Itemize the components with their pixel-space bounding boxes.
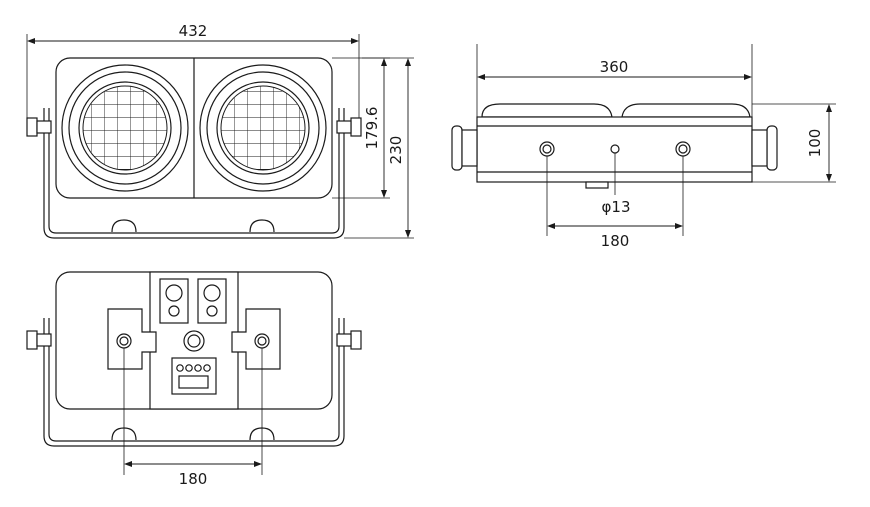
dim-phi13: φ13	[602, 153, 631, 216]
label-179-6: 179.6	[363, 107, 381, 150]
label-230: 230	[387, 136, 405, 165]
top-view: 360 100 φ13 180	[451, 44, 836, 250]
front-view: 432 179.6 230	[26, 22, 414, 239]
left-lamp	[61, 64, 189, 192]
dim-432: 432	[26, 22, 360, 118]
dim-179-6: 179.6	[332, 57, 390, 199]
label-360: 360	[600, 58, 629, 76]
right-lamp	[199, 64, 327, 192]
label-rear-180: 180	[179, 470, 208, 488]
dim-top-180: 180	[546, 156, 684, 250]
dim-360: 360	[476, 44, 753, 117]
dim-rear-180: 180	[123, 348, 263, 488]
label-top-180: 180	[601, 232, 630, 250]
label-100: 100	[806, 129, 824, 158]
label-432: 432	[179, 22, 208, 40]
dim-100: 100	[752, 103, 836, 183]
label-phi13: φ13	[602, 198, 631, 216]
dim-230: 230	[344, 57, 414, 239]
rear-view: 180	[26, 271, 362, 488]
